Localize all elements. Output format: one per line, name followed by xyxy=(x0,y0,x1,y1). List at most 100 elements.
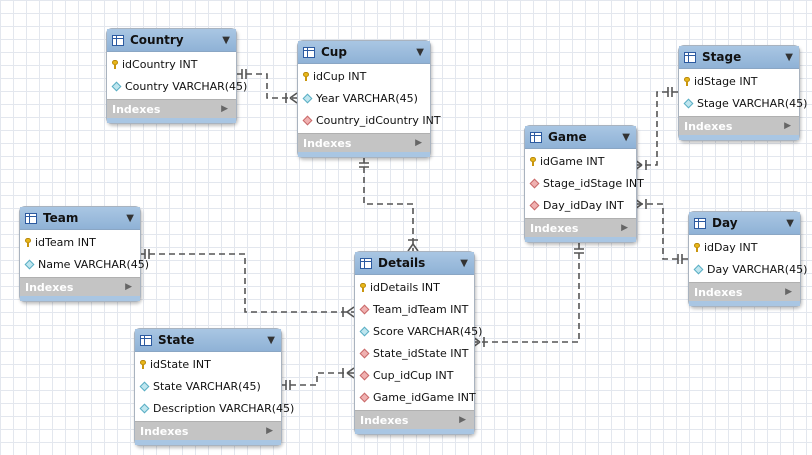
table-header[interactable]: Cup ▼ xyxy=(298,41,430,64)
indexes-label: Indexes xyxy=(684,119,733,133)
table-state[interactable]: State ▼ idState INT State VARCHAR(45) De… xyxy=(134,328,294,446)
column-label: idDetails INT xyxy=(370,280,440,294)
collapse-caret-icon[interactable]: ▼ xyxy=(222,34,230,46)
column-row[interactable]: Cup_idCup INT xyxy=(355,364,474,386)
column-label: Year VARCHAR(45) xyxy=(316,91,418,105)
table-header[interactable]: Game ▼ xyxy=(525,126,636,149)
column-row[interactable]: Country VARCHAR(45) xyxy=(107,75,247,97)
column-label: idGame INT xyxy=(540,154,605,168)
column-row[interactable]: idState INT xyxy=(135,353,281,375)
relationship-game-details[interactable] xyxy=(472,243,584,348)
column-label: State VARCHAR(45) xyxy=(153,379,261,393)
primary-key-icon xyxy=(25,237,31,247)
column-row[interactable]: idGame INT xyxy=(525,150,636,172)
relationship-country-cup[interactable] xyxy=(236,69,298,104)
table-title: Team xyxy=(43,211,79,225)
column-row[interactable]: Team_idTeam INT xyxy=(355,298,474,320)
column-row[interactable]: idCup INT xyxy=(298,65,430,87)
table-title: State xyxy=(158,333,195,347)
indexes-label: Indexes xyxy=(360,413,409,427)
table-header[interactable]: Team ▼ xyxy=(20,207,140,230)
indexes-section[interactable]: Indexes▶ xyxy=(689,282,800,301)
column-row[interactable]: Description VARCHAR(45) xyxy=(135,397,294,419)
foreign-key-diamond-icon xyxy=(529,200,540,210)
foreign-key-diamond-icon xyxy=(359,304,370,314)
table-stage[interactable]: Stage ▼ idStage INT Stage VARCHAR(45) In… xyxy=(678,45,807,141)
column-diamond-icon xyxy=(683,98,694,108)
table-icon xyxy=(360,257,372,269)
column-row[interactable]: State_idState INT xyxy=(355,342,474,364)
table-icon xyxy=(694,217,706,229)
table-header[interactable]: Country ▼ xyxy=(107,29,236,52)
expand-arrow-icon[interactable]: ▶ xyxy=(266,426,273,436)
column-row[interactable]: Stage_idStage INT xyxy=(525,172,644,194)
relationship-state-details[interactable] xyxy=(280,367,355,390)
column-row[interactable]: Name VARCHAR(45) xyxy=(20,253,149,275)
relationship-day-game[interactable] xyxy=(634,198,688,264)
collapse-caret-icon[interactable]: ▼ xyxy=(416,46,424,58)
expand-arrow-icon[interactable]: ▶ xyxy=(785,287,792,297)
expand-arrow-icon[interactable]: ▶ xyxy=(784,121,791,131)
column-row[interactable]: idCountry INT xyxy=(107,53,236,75)
collapse-caret-icon[interactable]: ▼ xyxy=(460,257,468,269)
column-row[interactable]: Day_idDay INT xyxy=(525,194,636,216)
column-diamond-icon xyxy=(359,326,370,336)
column-row[interactable]: Day VARCHAR(45) xyxy=(689,258,807,280)
column-row[interactable]: State VARCHAR(45) xyxy=(135,375,281,397)
table-header[interactable]: Stage ▼ xyxy=(679,46,799,69)
column-label: Stage_idStage INT xyxy=(543,176,644,190)
expand-arrow-icon[interactable]: ▶ xyxy=(415,138,422,148)
column-row[interactable]: Game_idGame INT xyxy=(355,386,476,408)
table-header[interactable]: State ▼ xyxy=(135,329,281,352)
primary-key-icon xyxy=(360,282,366,292)
indexes-section[interactable]: Indexes ▶ xyxy=(107,99,236,118)
column-row[interactable]: idTeam INT xyxy=(20,231,140,253)
column-row[interactable]: idDetails INT xyxy=(355,276,474,298)
collapse-caret-icon[interactable]: ▼ xyxy=(786,217,794,229)
table-country[interactable]: Country ▼ idCountry INT Country VARCHAR(… xyxy=(106,28,247,124)
column-row[interactable]: Year VARCHAR(45) xyxy=(298,87,430,109)
column-row[interactable]: idStage INT xyxy=(679,70,799,92)
indexes-section[interactable]: Indexes ▶ xyxy=(355,410,474,429)
column-label: Stage VARCHAR(45) xyxy=(697,96,808,110)
expand-arrow-icon[interactable]: ▶ xyxy=(459,415,466,425)
indexes-section[interactable]: Indexes ▶ xyxy=(298,133,430,152)
column-row[interactable]: Country_idCountry INT xyxy=(298,109,441,131)
table-title: Country xyxy=(130,33,184,47)
table-day[interactable]: Day ▼ idDay INT Day VARCHAR(45) Indexes▶ xyxy=(688,211,807,307)
column-row[interactable]: idDay INT xyxy=(689,236,800,258)
column-diamond-icon xyxy=(24,259,35,269)
table-team[interactable]: Team ▼ idTeam INT Name VARCHAR(45) Index… xyxy=(19,206,149,302)
table-icon xyxy=(140,334,152,346)
indexes-section[interactable]: Indexes▶ xyxy=(20,277,140,296)
foreign-key-diamond-icon xyxy=(359,348,370,358)
table-game[interactable]: Game ▼ idGame INT Stage_idStage INT Day_… xyxy=(524,125,644,243)
table-cup[interactable]: Cup ▼ idCup INT Year VARCHAR(45) Country… xyxy=(297,40,441,158)
relationship-cup-details[interactable] xyxy=(359,157,419,252)
column-row[interactable]: Stage VARCHAR(45) xyxy=(679,92,807,114)
relationship-team-details[interactable] xyxy=(139,249,355,318)
indexes-section[interactable]: Indexes▶ xyxy=(135,421,281,440)
indexes-label: Indexes xyxy=(303,136,352,150)
collapse-caret-icon[interactable]: ▼ xyxy=(785,51,793,63)
table-header[interactable]: Day ▼ xyxy=(689,212,800,235)
table-title: Cup xyxy=(321,45,347,59)
collapse-caret-icon[interactable]: ▼ xyxy=(126,212,134,224)
primary-key-icon xyxy=(530,156,536,166)
column-row[interactable]: Score VARCHAR(45) xyxy=(355,320,482,342)
indexes-section[interactable]: Indexes▶ xyxy=(525,218,636,237)
table-details[interactable]: Details ▼ idDetails INT Team_idTeam INT … xyxy=(354,251,482,435)
column-label: Game_idGame INT xyxy=(373,390,476,404)
collapse-caret-icon[interactable]: ▼ xyxy=(267,334,275,346)
column-label: idState INT xyxy=(150,357,211,371)
relationship-stage-game[interactable] xyxy=(634,87,678,171)
column-label: Team_idTeam INT xyxy=(373,302,469,316)
column-label: Country VARCHAR(45) xyxy=(125,79,248,93)
indexes-section[interactable]: Indexes ▶ xyxy=(679,116,799,135)
collapse-caret-icon[interactable]: ▼ xyxy=(622,131,630,143)
expand-arrow-icon[interactable]: ▶ xyxy=(125,282,132,292)
table-header[interactable]: Details ▼ xyxy=(355,252,474,275)
expand-arrow-icon[interactable]: ▶ xyxy=(221,104,228,114)
indexes-label: Indexes xyxy=(112,102,161,116)
expand-arrow-icon[interactable]: ▶ xyxy=(621,223,628,233)
